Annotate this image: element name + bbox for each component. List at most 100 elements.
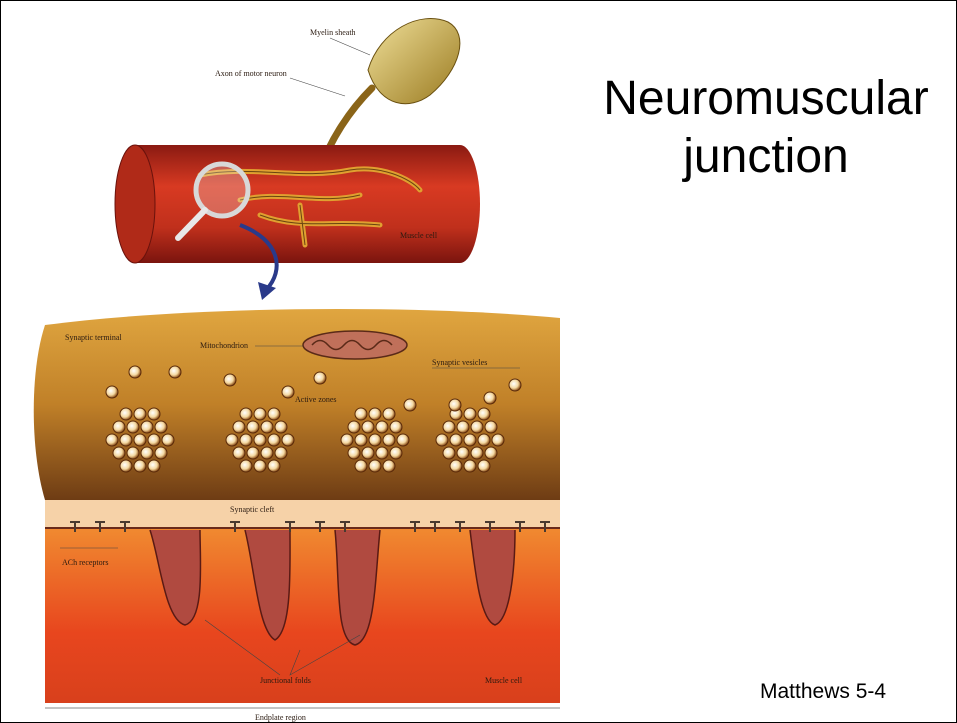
vesicle <box>464 408 476 420</box>
vesicle <box>233 447 245 459</box>
vesicle <box>275 421 287 433</box>
vesicle <box>129 366 141 378</box>
vesicle <box>261 421 273 433</box>
vesicle <box>471 421 483 433</box>
vesicle <box>106 434 118 446</box>
vesicle <box>457 447 469 459</box>
vesicle <box>226 434 238 446</box>
label-junctional-folds: Junctional folds <box>260 676 311 685</box>
label-synaptic-terminal: Synaptic terminal <box>65 333 122 342</box>
vesicle <box>509 379 521 391</box>
vesicle <box>134 434 146 446</box>
vesicle <box>120 408 132 420</box>
vesicle <box>355 434 367 446</box>
vesicle <box>282 386 294 398</box>
vesicle <box>120 434 132 446</box>
vesicle <box>484 392 496 404</box>
vesicle <box>148 460 160 472</box>
vesicle <box>478 408 490 420</box>
vesicle <box>155 421 167 433</box>
label-myelin-sheath: Myelin sheath <box>310 28 356 37</box>
label-muscle-cell-bottom: Muscle cell <box>485 676 523 685</box>
vesicle <box>240 408 252 420</box>
vesicle <box>134 408 146 420</box>
vesicle <box>390 421 402 433</box>
vesicle <box>247 421 259 433</box>
vesicle <box>169 366 181 378</box>
myelin-sheath <box>368 19 460 104</box>
muscle-fiber-top <box>115 145 480 263</box>
vesicle <box>457 421 469 433</box>
vesicle <box>148 434 160 446</box>
vesicle <box>383 408 395 420</box>
vesicle <box>369 434 381 446</box>
vesicle <box>383 434 395 446</box>
label-axon: Axon of motor neuron <box>215 69 287 78</box>
vesicle <box>397 434 409 446</box>
vesicle <box>113 447 125 459</box>
vesicle <box>355 460 367 472</box>
vesicle <box>369 408 381 420</box>
vesicle <box>485 421 497 433</box>
title-line-2: junction <box>580 128 952 186</box>
label-synaptic-cleft: Synaptic cleft <box>230 505 275 514</box>
vesicle <box>261 447 273 459</box>
vesicle <box>485 447 497 459</box>
vesicle <box>348 421 360 433</box>
vesicle <box>233 421 245 433</box>
vesicle <box>404 399 416 411</box>
vesicle <box>134 460 146 472</box>
vesicle <box>282 434 294 446</box>
vesicle <box>268 460 280 472</box>
label-mitochondrion: Mitochondrion <box>200 341 248 350</box>
title-line-1: Neuromuscular <box>580 70 952 128</box>
vesicle <box>127 421 139 433</box>
vesicle <box>254 434 266 446</box>
vesicle <box>141 421 153 433</box>
vesicle <box>113 421 125 433</box>
vesicle <box>478 460 490 472</box>
vesicle <box>162 434 174 446</box>
vesicle <box>362 421 374 433</box>
label-endplate-region: Endplate region <box>255 713 306 722</box>
vesicle <box>247 447 259 459</box>
label-muscle-cell-top: Muscle cell <box>400 231 438 240</box>
vesicle <box>254 408 266 420</box>
vesicle <box>450 434 462 446</box>
vesicle <box>141 447 153 459</box>
figure-credit: Matthews 5-4 <box>760 680 886 704</box>
vesicle <box>224 374 236 386</box>
vesicle <box>464 434 476 446</box>
vesicle <box>449 399 461 411</box>
vesicle <box>376 447 388 459</box>
vesicle <box>443 447 455 459</box>
vesicle <box>254 460 266 472</box>
vesicle <box>443 421 455 433</box>
vesicle <box>155 447 167 459</box>
vesicle <box>275 447 287 459</box>
vesicle <box>362 447 374 459</box>
vesicle <box>148 408 160 420</box>
slide-title: Neuromuscular junction <box>580 70 952 186</box>
label-synaptic-vesicles: Synaptic vesicles <box>432 358 487 367</box>
vesicle <box>314 372 326 384</box>
vesicle <box>369 460 381 472</box>
vesicle <box>471 447 483 459</box>
vesicle <box>376 421 388 433</box>
vesicle <box>240 460 252 472</box>
vesicle <box>383 460 395 472</box>
vesicle <box>390 447 402 459</box>
vesicle <box>127 447 139 459</box>
vesicle <box>450 460 462 472</box>
vesicle <box>268 408 280 420</box>
vesicle <box>268 434 280 446</box>
label-ach-receptors: ACh receptors <box>62 558 108 567</box>
vesicle <box>240 434 252 446</box>
synaptic-cleft <box>45 500 560 528</box>
vesicle <box>106 386 118 398</box>
vesicle <box>341 434 353 446</box>
vesicle <box>348 447 360 459</box>
vesicle <box>492 434 504 446</box>
vesicle <box>478 434 490 446</box>
vesicle <box>355 408 367 420</box>
